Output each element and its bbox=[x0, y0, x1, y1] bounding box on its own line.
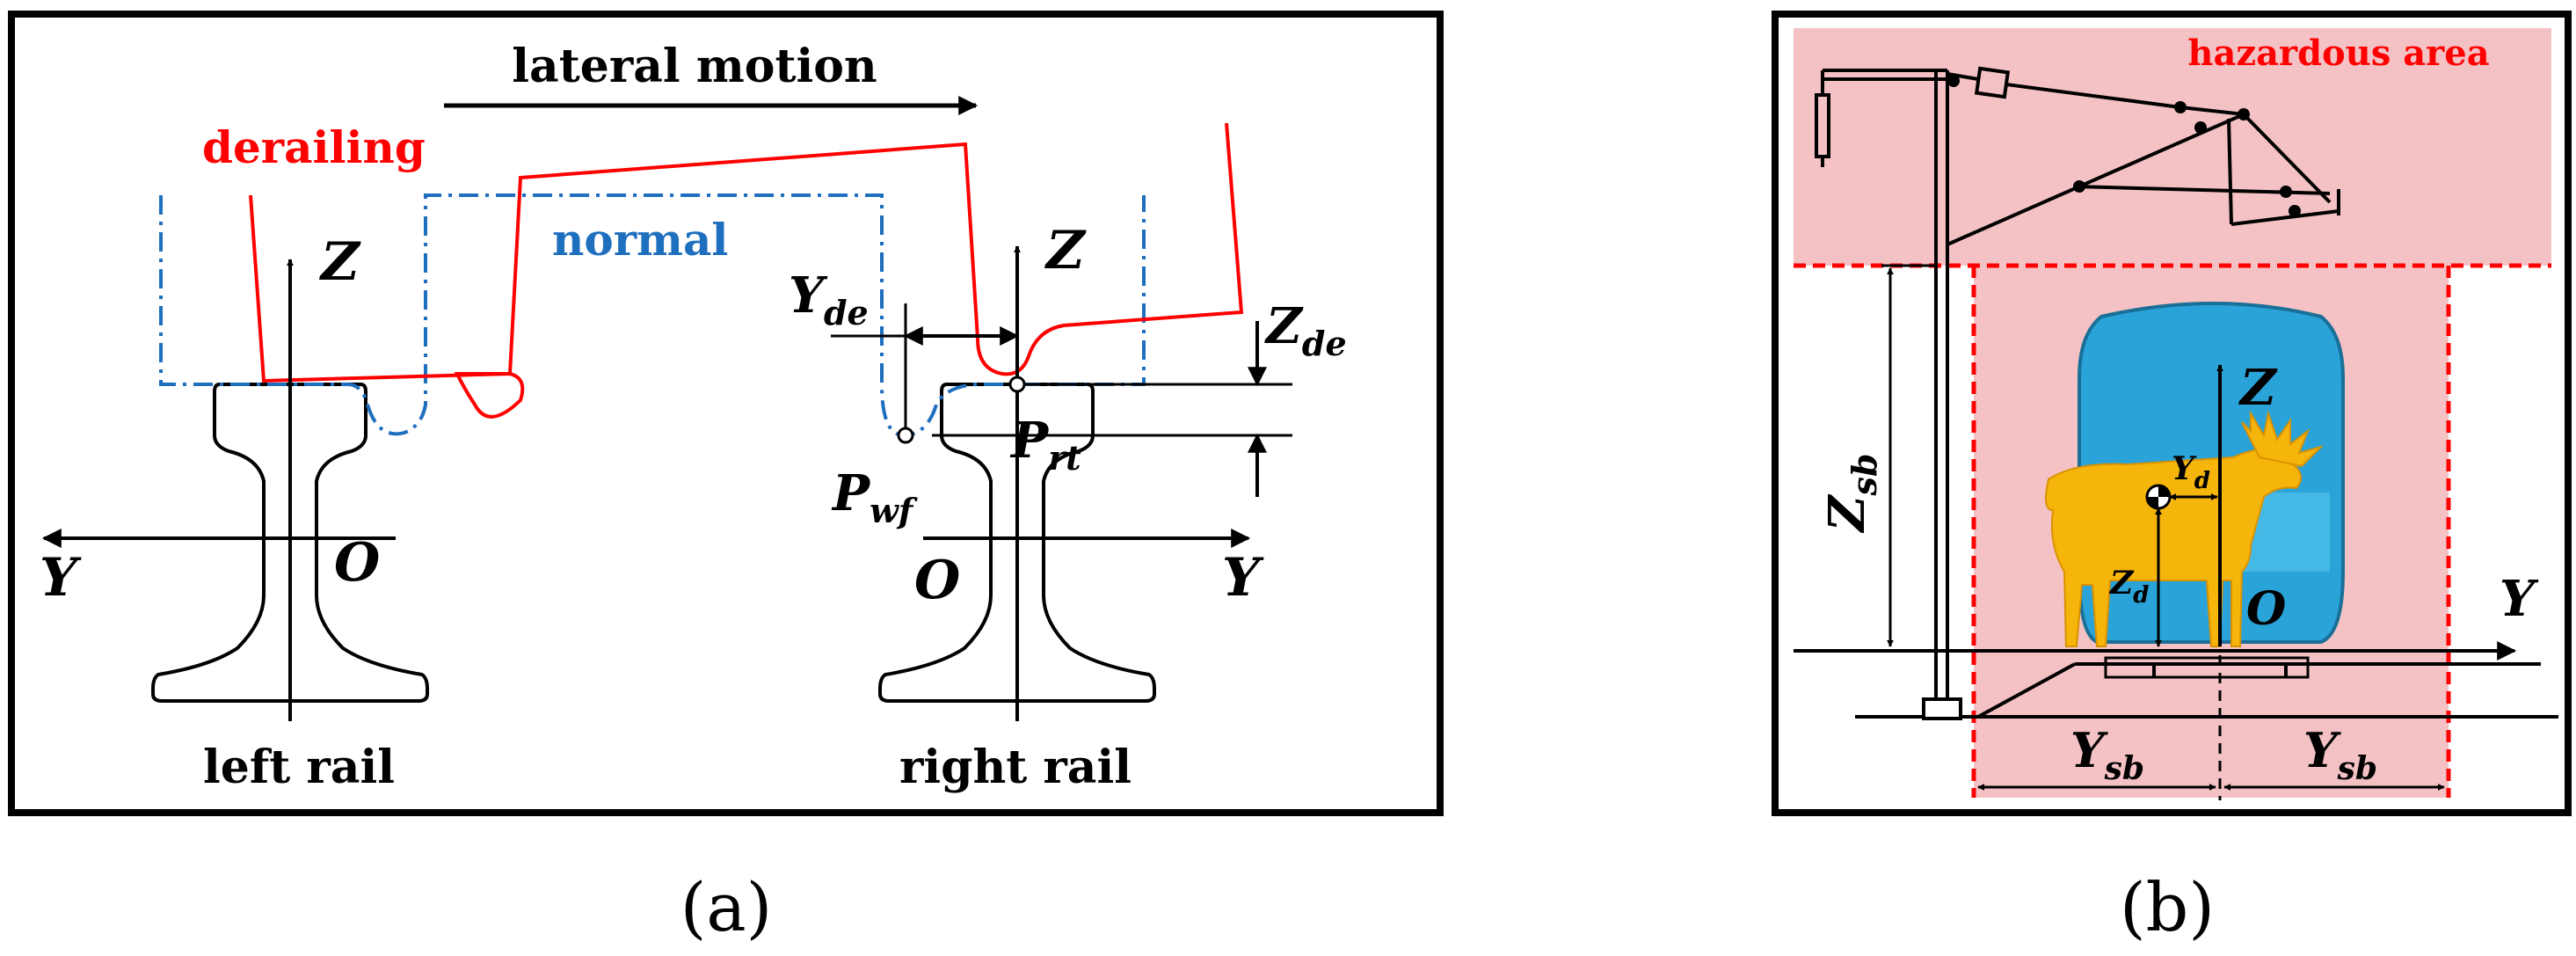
right-y-label: Y bbox=[1222, 547, 1264, 609]
left-y-label: Y bbox=[40, 547, 82, 609]
centroid-quadrant-1 bbox=[2158, 485, 2170, 497]
y-sb-left-label: Ysb bbox=[2070, 722, 2144, 787]
right-z-label: Z bbox=[1044, 220, 1087, 281]
train-bogie bbox=[2104, 656, 2310, 679]
p-rt-point bbox=[1008, 376, 1026, 393]
derailing-label: derailing bbox=[202, 121, 426, 173]
y-de-label: Yde bbox=[789, 266, 869, 332]
p-rt-label: Prt bbox=[1009, 412, 1081, 478]
normal-wheelset bbox=[159, 193, 1146, 438]
b-y-label: Y bbox=[2500, 570, 2539, 628]
left-z-label: Z bbox=[319, 231, 361, 293]
y-d-label: Yd bbox=[2172, 450, 2210, 494]
centroid-quadrant-2 bbox=[2147, 497, 2158, 508]
derailing-wheelset bbox=[249, 122, 1244, 419]
caption-a: (a) bbox=[680, 868, 773, 946]
p-wf-point bbox=[897, 427, 914, 444]
lateral-motion-label: lateral motion bbox=[512, 40, 877, 93]
b-z-label: Z bbox=[2238, 359, 2278, 417]
z-d-label: Zd bbox=[2108, 565, 2149, 609]
z-sb-label: Zsb bbox=[1818, 454, 1884, 534]
hazardous-area-label: hazardous area bbox=[2187, 33, 2489, 74]
right-origin-label: O bbox=[914, 550, 960, 611]
caption-b: (b) bbox=[2120, 868, 2215, 946]
left-origin-label: O bbox=[334, 532, 380, 594]
y-sb-right-label: Ysb bbox=[2303, 722, 2377, 787]
panel-a: lateral motion derailing normal Z Y O Z … bbox=[8, 11, 1444, 946]
panel-b: hazardous area bbox=[1772, 11, 2572, 946]
right-rail-label: right rail bbox=[899, 741, 1132, 794]
catenary-joints bbox=[1947, 75, 2301, 217]
b-origin-label: O bbox=[2246, 582, 2286, 636]
p-wf-label: Pwf bbox=[831, 464, 918, 530]
catenary-system bbox=[1815, 66, 2340, 720]
z-de-label: Zde bbox=[1264, 297, 1347, 363]
panel-a-frame bbox=[8, 11, 1444, 816]
left-rail-label: left rail bbox=[203, 741, 395, 794]
track-lines bbox=[1855, 662, 2558, 719]
normal-label: normal bbox=[552, 214, 728, 266]
moose-silhouette bbox=[2044, 410, 2325, 647]
